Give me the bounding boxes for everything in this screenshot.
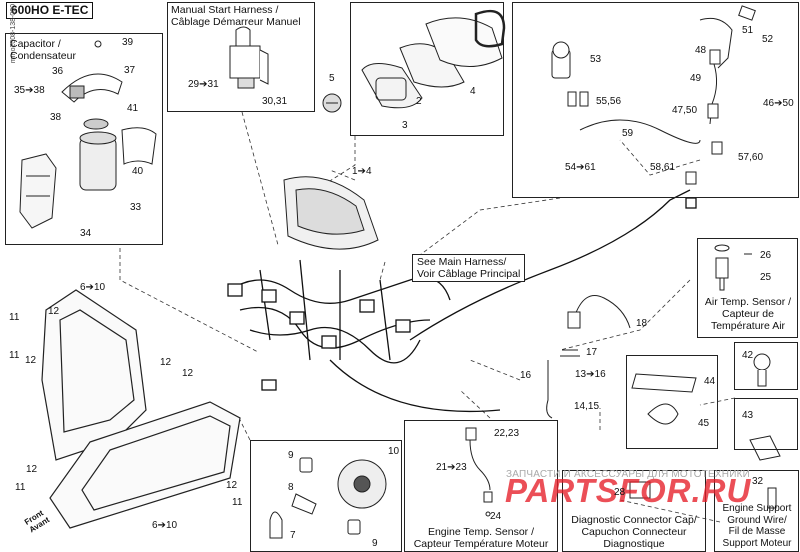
callout-32: 32 bbox=[752, 476, 764, 487]
callout-42: 42 bbox=[742, 350, 754, 361]
callout-11-a: 11 bbox=[9, 312, 20, 323]
oil-sensor-box bbox=[512, 2, 799, 198]
watermark-text: ЗАПЧАСТИ И АКСЕССУАРЫ ДЛЯ МОТОТЕХНИКИ bbox=[506, 469, 751, 480]
callout-38: 38 bbox=[50, 112, 62, 123]
callout-11-c: 11 bbox=[15, 482, 26, 493]
headlight-drawing bbox=[41, 289, 241, 529]
manual-start-drawing bbox=[229, 26, 269, 89]
callout-9-a: 9 bbox=[288, 450, 294, 461]
callout-53: 53 bbox=[590, 54, 602, 65]
callout-8: 8 bbox=[288, 482, 294, 493]
callout-13-16: 13➔16 bbox=[575, 369, 606, 380]
callout-17: 17 bbox=[586, 347, 598, 358]
callout-55-56: 55,56 bbox=[596, 96, 622, 107]
bulb-box bbox=[250, 440, 402, 552]
capacitor-box bbox=[5, 33, 163, 245]
leader-lines bbox=[119, 111, 736, 523]
callout-49: 49 bbox=[690, 73, 702, 84]
callout-46-50: 46➔50 bbox=[763, 98, 794, 109]
callout-29-31: 29➔31 bbox=[188, 79, 219, 90]
capacitor-drawing bbox=[19, 40, 157, 229]
callout-33: 33 bbox=[130, 202, 142, 213]
callout-7: 7 bbox=[290, 530, 296, 541]
callout-18: 18 bbox=[636, 318, 648, 329]
callout-10: 10 bbox=[388, 446, 400, 457]
callout-45: 45 bbox=[698, 418, 710, 429]
bulb-drawing bbox=[269, 457, 387, 539]
callout-2: 2 bbox=[416, 96, 422, 107]
misc-parts-drawing bbox=[629, 353, 781, 509]
gauge-box bbox=[350, 2, 504, 136]
callout-39: 39 bbox=[122, 37, 134, 48]
callout-52: 52 bbox=[762, 34, 774, 45]
part-42-box bbox=[734, 342, 798, 390]
callout-12-b: 12 bbox=[25, 355, 37, 366]
callout-9-b: 9 bbox=[372, 538, 378, 549]
callout-30-31: 30,31 bbox=[262, 96, 288, 107]
callout-5: 5 bbox=[329, 73, 335, 84]
callout-40: 40 bbox=[132, 166, 144, 177]
callout-22-23: 22,23 bbox=[494, 428, 520, 439]
engine-temp-caption: Engine Temp. Sensor / Capteur Températur… bbox=[413, 526, 549, 550]
main-harness-caption: See Main Harness/ Voir Câblage Principal bbox=[412, 254, 526, 282]
engine-temp-drawing bbox=[465, 427, 493, 517]
callout-51: 51 bbox=[742, 25, 754, 36]
callout-24: 24 bbox=[490, 511, 502, 522]
callout-35-38: 35➔38 bbox=[14, 85, 45, 96]
callout-36: 36 bbox=[52, 66, 64, 77]
callout-6-10-bottom: 6➔10 bbox=[152, 520, 178, 531]
air-temp-drawing bbox=[714, 244, 752, 291]
callout-21-23: 21➔23 bbox=[436, 462, 467, 473]
callout-48: 48 bbox=[695, 45, 707, 56]
callout-47-50: 47,50 bbox=[672, 105, 698, 116]
callout-11-b: 11 bbox=[9, 350, 20, 361]
air-temp-caption: Air Temp. Sensor / Capteur de Températur… bbox=[704, 296, 792, 332]
callout-25: 25 bbox=[760, 272, 772, 283]
callout-6-10-top: 6➔10 bbox=[80, 282, 106, 293]
callout-14-15: 14,15 bbox=[574, 401, 600, 412]
diagram-title: 600HO E-TEC bbox=[6, 2, 94, 19]
callout-1-4: 1➔4 bbox=[352, 166, 372, 177]
engine-support-caption: Engine Support Ground Wire/ Fil de Masse… bbox=[722, 503, 792, 549]
callout-11-d: 11 bbox=[232, 497, 243, 508]
part-43-box bbox=[734, 398, 798, 450]
sensor-cable-drawing bbox=[546, 295, 631, 419]
manual-start-box bbox=[167, 2, 315, 112]
callout-4: 4 bbox=[470, 86, 476, 97]
diag-cap-caption: Diagnostic Connector Cap/ Capuchon Conne… bbox=[571, 514, 697, 550]
callout-37: 37 bbox=[124, 65, 136, 76]
oil-sensor-drawing bbox=[551, 5, 756, 185]
callout-28: 28 bbox=[614, 487, 626, 498]
grease-box bbox=[626, 355, 718, 449]
callout-12-e: 12 bbox=[26, 464, 38, 475]
callout-16: 16 bbox=[520, 370, 532, 381]
capacitor-caption: Capacitor / Condensateur bbox=[10, 38, 76, 62]
callout-12-c: 12 bbox=[160, 357, 172, 368]
callout-44: 44 bbox=[704, 376, 716, 387]
air-temp-box bbox=[697, 238, 798, 338]
brand-logo: PARTSFOR.RU bbox=[505, 472, 752, 509]
callout-43: 43 bbox=[742, 410, 754, 421]
gauge-drawing bbox=[322, 9, 506, 113]
callout-12-a: 12 bbox=[48, 306, 60, 317]
callout-57-60: 57,60 bbox=[738, 152, 764, 163]
callout-34: 34 bbox=[80, 228, 92, 239]
callout-26: 26 bbox=[760, 250, 772, 261]
callout-59: 59 bbox=[622, 128, 634, 139]
callout-3: 3 bbox=[402, 120, 408, 131]
callout-12-d: 12 bbox=[182, 368, 194, 379]
callout-41: 41 bbox=[127, 103, 139, 114]
callout-58-61: 58,61 bbox=[650, 162, 676, 173]
manual-start-caption: Manual Start Harness / Câblage Démarreur… bbox=[171, 4, 301, 28]
cluster-drawing bbox=[283, 176, 379, 250]
callout-12-f: 12 bbox=[226, 480, 238, 491]
callout-54-61: 54➔61 bbox=[565, 162, 596, 173]
